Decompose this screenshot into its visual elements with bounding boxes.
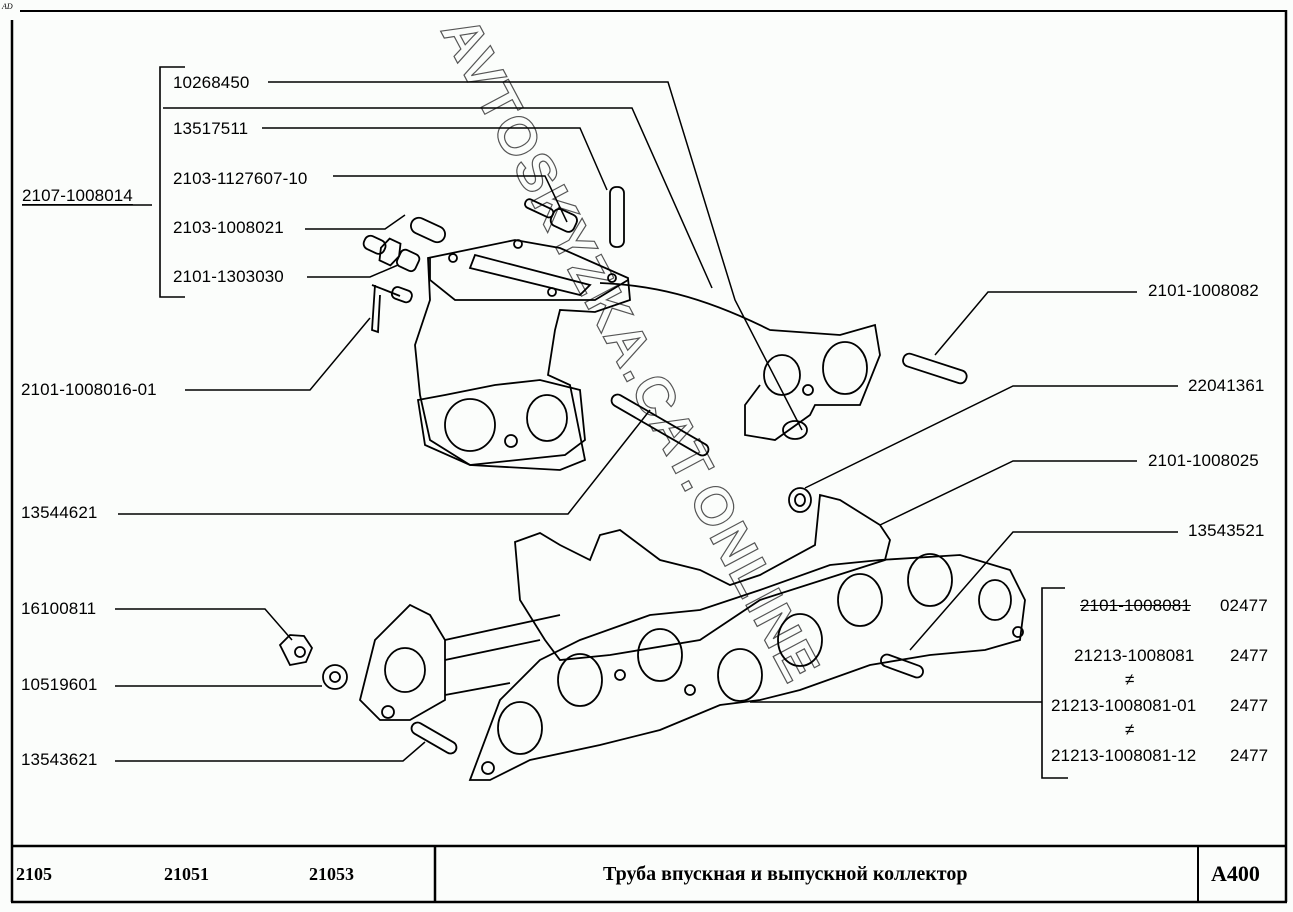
model-code: 21053 (309, 864, 354, 884)
part-label[interactable]: 13543621 (21, 750, 98, 769)
part-label[interactable]: 10519601 (21, 675, 98, 694)
intake-pipe-drawing (414, 239, 881, 471)
part-label[interactable]: 2103-1008021 (173, 218, 284, 237)
part-label[interactable]: 2101-1008016-01 (21, 380, 157, 399)
part-label[interactable]: 13544621 (21, 503, 98, 522)
leader-2101-1303030 (307, 264, 399, 278)
gasket-part-label[interactable]: 21213-1008081-12 (1051, 746, 1197, 765)
model-code: 2105 (16, 864, 52, 884)
stud-13543521 (880, 653, 924, 679)
gasket-qty: 2477 (1230, 696, 1269, 715)
leader-16100811 (115, 608, 293, 641)
leader-13543521 (909, 531, 1178, 651)
fitting-2103-1008021 (410, 216, 446, 244)
obsolete-qty: 02477 (1220, 596, 1268, 615)
union-2101-1303030 (362, 234, 421, 273)
leader-2101-1008016-01 (185, 317, 371, 391)
gasket-qty: 2477 (1230, 746, 1269, 765)
part-label[interactable]: 16100811 (21, 599, 97, 618)
gasket-qty: 2477 (1230, 646, 1269, 665)
washer-22041361 (788, 487, 812, 513)
obsolete-part-label[interactable]: 2101-1008081 (1080, 596, 1191, 615)
leader-13517511 (262, 127, 608, 191)
section-code: A400 (1211, 861, 1260, 886)
stud-13544621 (610, 393, 710, 457)
stud-13517511 (609, 186, 625, 248)
leader-lines (115, 81, 1178, 762)
gasket-21213-1008081 (468, 554, 1026, 781)
exhaust-manifold-drawing (278, 487, 1026, 781)
part-label[interactable]: 13543521 (1188, 521, 1265, 540)
part-label[interactable]: 2101-1008025 (1148, 451, 1259, 470)
nozzle-2103-1127607-10 (524, 198, 578, 233)
leader-13544621 (118, 409, 651, 515)
leader-long-2 (163, 107, 713, 289)
nut-16100811 (278, 634, 314, 667)
watermark-text: AVTOSKYZKA.CAT.ONLINE (429, 7, 831, 692)
leader-2101-1008025 (879, 460, 1137, 526)
tube-2101-1008016-01 (371, 284, 401, 334)
assembly-part-number[interactable]: 2107-1008014 (22, 186, 133, 205)
leader-13543621 (115, 741, 426, 762)
leader-2103-1127607-10 (333, 175, 568, 223)
frame (10, 10, 1288, 904)
watermark: AVTOSKYZKA.CAT.ONLINE (429, 7, 832, 693)
gasket-bracket (1041, 587, 1068, 779)
part-label[interactable]: 2103-1127607-10 (173, 169, 308, 188)
intake-body (414, 239, 631, 471)
leader-2103-1008021 (305, 214, 406, 230)
stud-2101-1008082 (902, 352, 968, 385)
leader-22041361 (804, 385, 1178, 489)
part-label[interactable]: 10268450 (173, 73, 250, 92)
assembly-bracket (159, 66, 185, 298)
corner-mark: AD (2, 2, 13, 11)
stud-13543621 (410, 721, 458, 755)
exhaust-body (514, 493, 891, 661)
not-equal-symbol: ≠ (1125, 670, 1135, 689)
part-label[interactable]: 2101-1008082 (1148, 281, 1259, 300)
gasket-part-label[interactable]: 21213-1008081-01 (1051, 696, 1197, 715)
gasket-part-label[interactable]: 21213-1008081 (1074, 646, 1195, 665)
leader-10268450 (268, 81, 803, 431)
washer-10519601 (322, 664, 348, 690)
small-parts-upper (362, 186, 968, 457)
leader-2101-1008082 (934, 291, 1137, 356)
not-equal-symbol: ≠ (1125, 720, 1135, 739)
flange-left (359, 603, 446, 721)
part-label[interactable]: 22041361 (1188, 376, 1265, 395)
model-code: 21051 (164, 864, 209, 884)
part-label[interactable]: 13517511 (173, 119, 249, 138)
plug-10268450 (782, 420, 808, 440)
page-title: Труба впускная и выпускной коллектор (603, 863, 968, 885)
brackets (22, 66, 1068, 779)
part-label[interactable]: 2101-1303030 (173, 267, 284, 286)
